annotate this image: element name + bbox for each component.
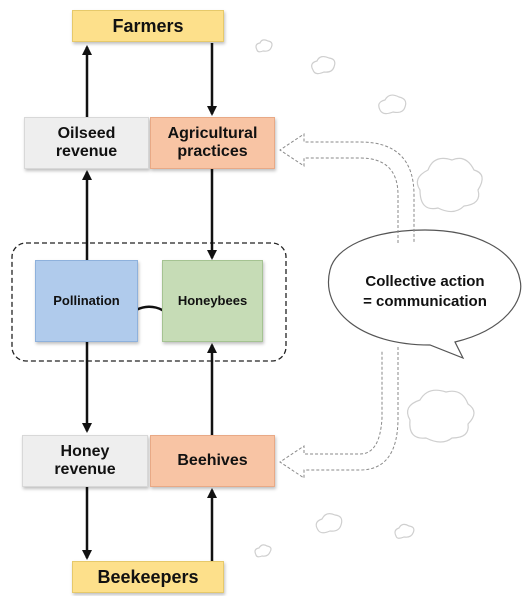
node-beehives-label: Beehives bbox=[177, 451, 248, 469]
node-farmers-label: Farmers bbox=[112, 15, 184, 36]
cloud-icon bbox=[315, 513, 343, 534]
node-agricultural-practices-label: Agricultural practices bbox=[167, 124, 258, 160]
node-honey-revenue: Honey revenue bbox=[22, 435, 148, 487]
dashed-arrow-upper bbox=[279, 133, 415, 243]
node-beehives: Beehives bbox=[150, 435, 275, 487]
cloud-icon bbox=[416, 157, 483, 213]
cloud-icon bbox=[254, 544, 272, 558]
speech-bubble bbox=[327, 229, 522, 360]
node-oilseed-revenue-label: Oilseed revenue bbox=[55, 124, 118, 160]
dashed-group-outline bbox=[11, 242, 287, 362]
node-pollination: Pollination bbox=[35, 260, 138, 342]
node-pollination-label: Pollination bbox=[53, 292, 120, 308]
node-agricultural-practices: Agricultural practices bbox=[150, 117, 275, 169]
dashed-arrow-lower bbox=[279, 347, 399, 479]
node-honeybees: Honeybees bbox=[162, 260, 263, 342]
cloud-icon bbox=[407, 389, 475, 443]
cloud-icon bbox=[311, 55, 336, 75]
node-beekeepers-label: Beekeepers bbox=[97, 566, 199, 587]
callout-line-2: = communication bbox=[363, 293, 487, 311]
node-honeybees-label: Honeybees bbox=[177, 292, 248, 308]
callout-text: Collective action = communication bbox=[335, 272, 515, 313]
cloud-icon bbox=[255, 39, 273, 53]
node-farmers: Farmers bbox=[72, 10, 224, 42]
cloud-icon bbox=[394, 523, 415, 539]
node-beekeepers: Beekeepers bbox=[72, 561, 224, 593]
node-honey-revenue-label: Honey revenue bbox=[54, 442, 116, 478]
cloud-icon bbox=[378, 94, 407, 115]
node-oilseed-revenue: Oilseed revenue bbox=[24, 117, 149, 169]
callout-line-1: Collective action bbox=[365, 273, 485, 290]
